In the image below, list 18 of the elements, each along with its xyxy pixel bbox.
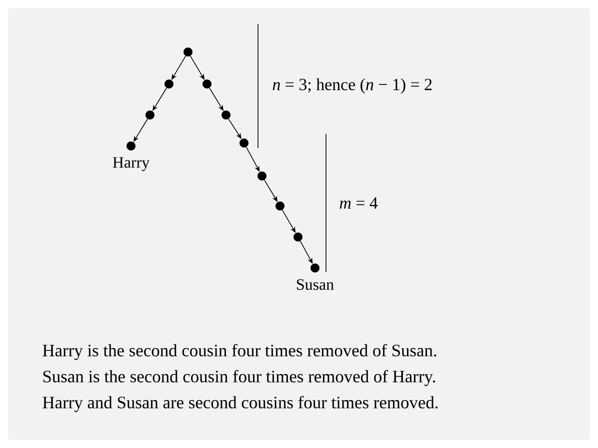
dot (126, 142, 136, 150)
dot (202, 80, 212, 88)
sentence: Susan is the second cousin four times removed of Harry. (43, 370, 436, 386)
dot (164, 80, 174, 88)
brace-label: m = 4 (340, 197, 378, 209)
dot (294, 232, 302, 242)
brace-label: n = 3; hence (n − 1) = 2 (272, 78, 432, 94)
person-name: Harry (112, 157, 150, 172)
dot (276, 202, 284, 210)
dot (146, 110, 154, 120)
sentence: Harry is the second cousin four times removed of Susan. (42, 344, 436, 360)
dot (184, 48, 192, 56)
dot (240, 138, 248, 148)
sentence: Harry and Susan are second cousins four times removed. (42, 396, 438, 412)
person-name: Susan (297, 279, 334, 290)
dot (310, 264, 320, 272)
dot (222, 110, 230, 120)
dot (258, 172, 266, 180)
